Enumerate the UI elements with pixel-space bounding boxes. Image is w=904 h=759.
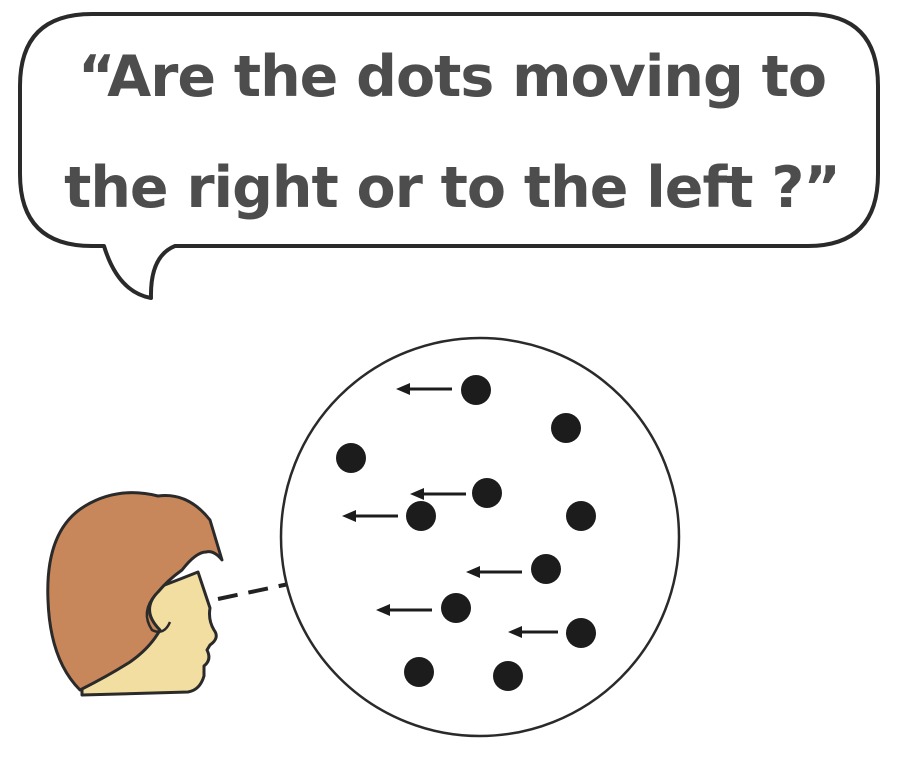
ear: [145, 593, 172, 633]
dot: [404, 657, 434, 687]
left-arrow-icon: [466, 566, 522, 578]
speech-line-1: “Are the dots moving to: [78, 44, 826, 110]
dot: [472, 478, 502, 508]
dot: [493, 661, 523, 691]
dots-group: [336, 375, 596, 691]
speech-bubble-outline: [18, 12, 880, 300]
speech-line-2: the right or to the left ?”: [64, 155, 840, 221]
dot: [461, 375, 491, 405]
dot: [551, 413, 581, 443]
dot: [406, 501, 436, 531]
dot: [566, 501, 596, 531]
dot: [336, 443, 366, 473]
left-arrow-icon: [508, 626, 558, 638]
motion-arrows: [342, 383, 558, 638]
speech-bubble: “Are the dots moving to the right or to …: [18, 12, 880, 300]
hair: [46, 491, 224, 692]
person-head-icon: [46, 491, 224, 697]
dot: [441, 593, 471, 623]
left-arrow-icon: [342, 510, 398, 522]
left-arrow-icon: [376, 604, 432, 616]
dot: [531, 554, 561, 584]
dot: [566, 618, 596, 648]
left-arrow-icon: [410, 488, 466, 500]
left-arrow-icon: [396, 383, 452, 395]
